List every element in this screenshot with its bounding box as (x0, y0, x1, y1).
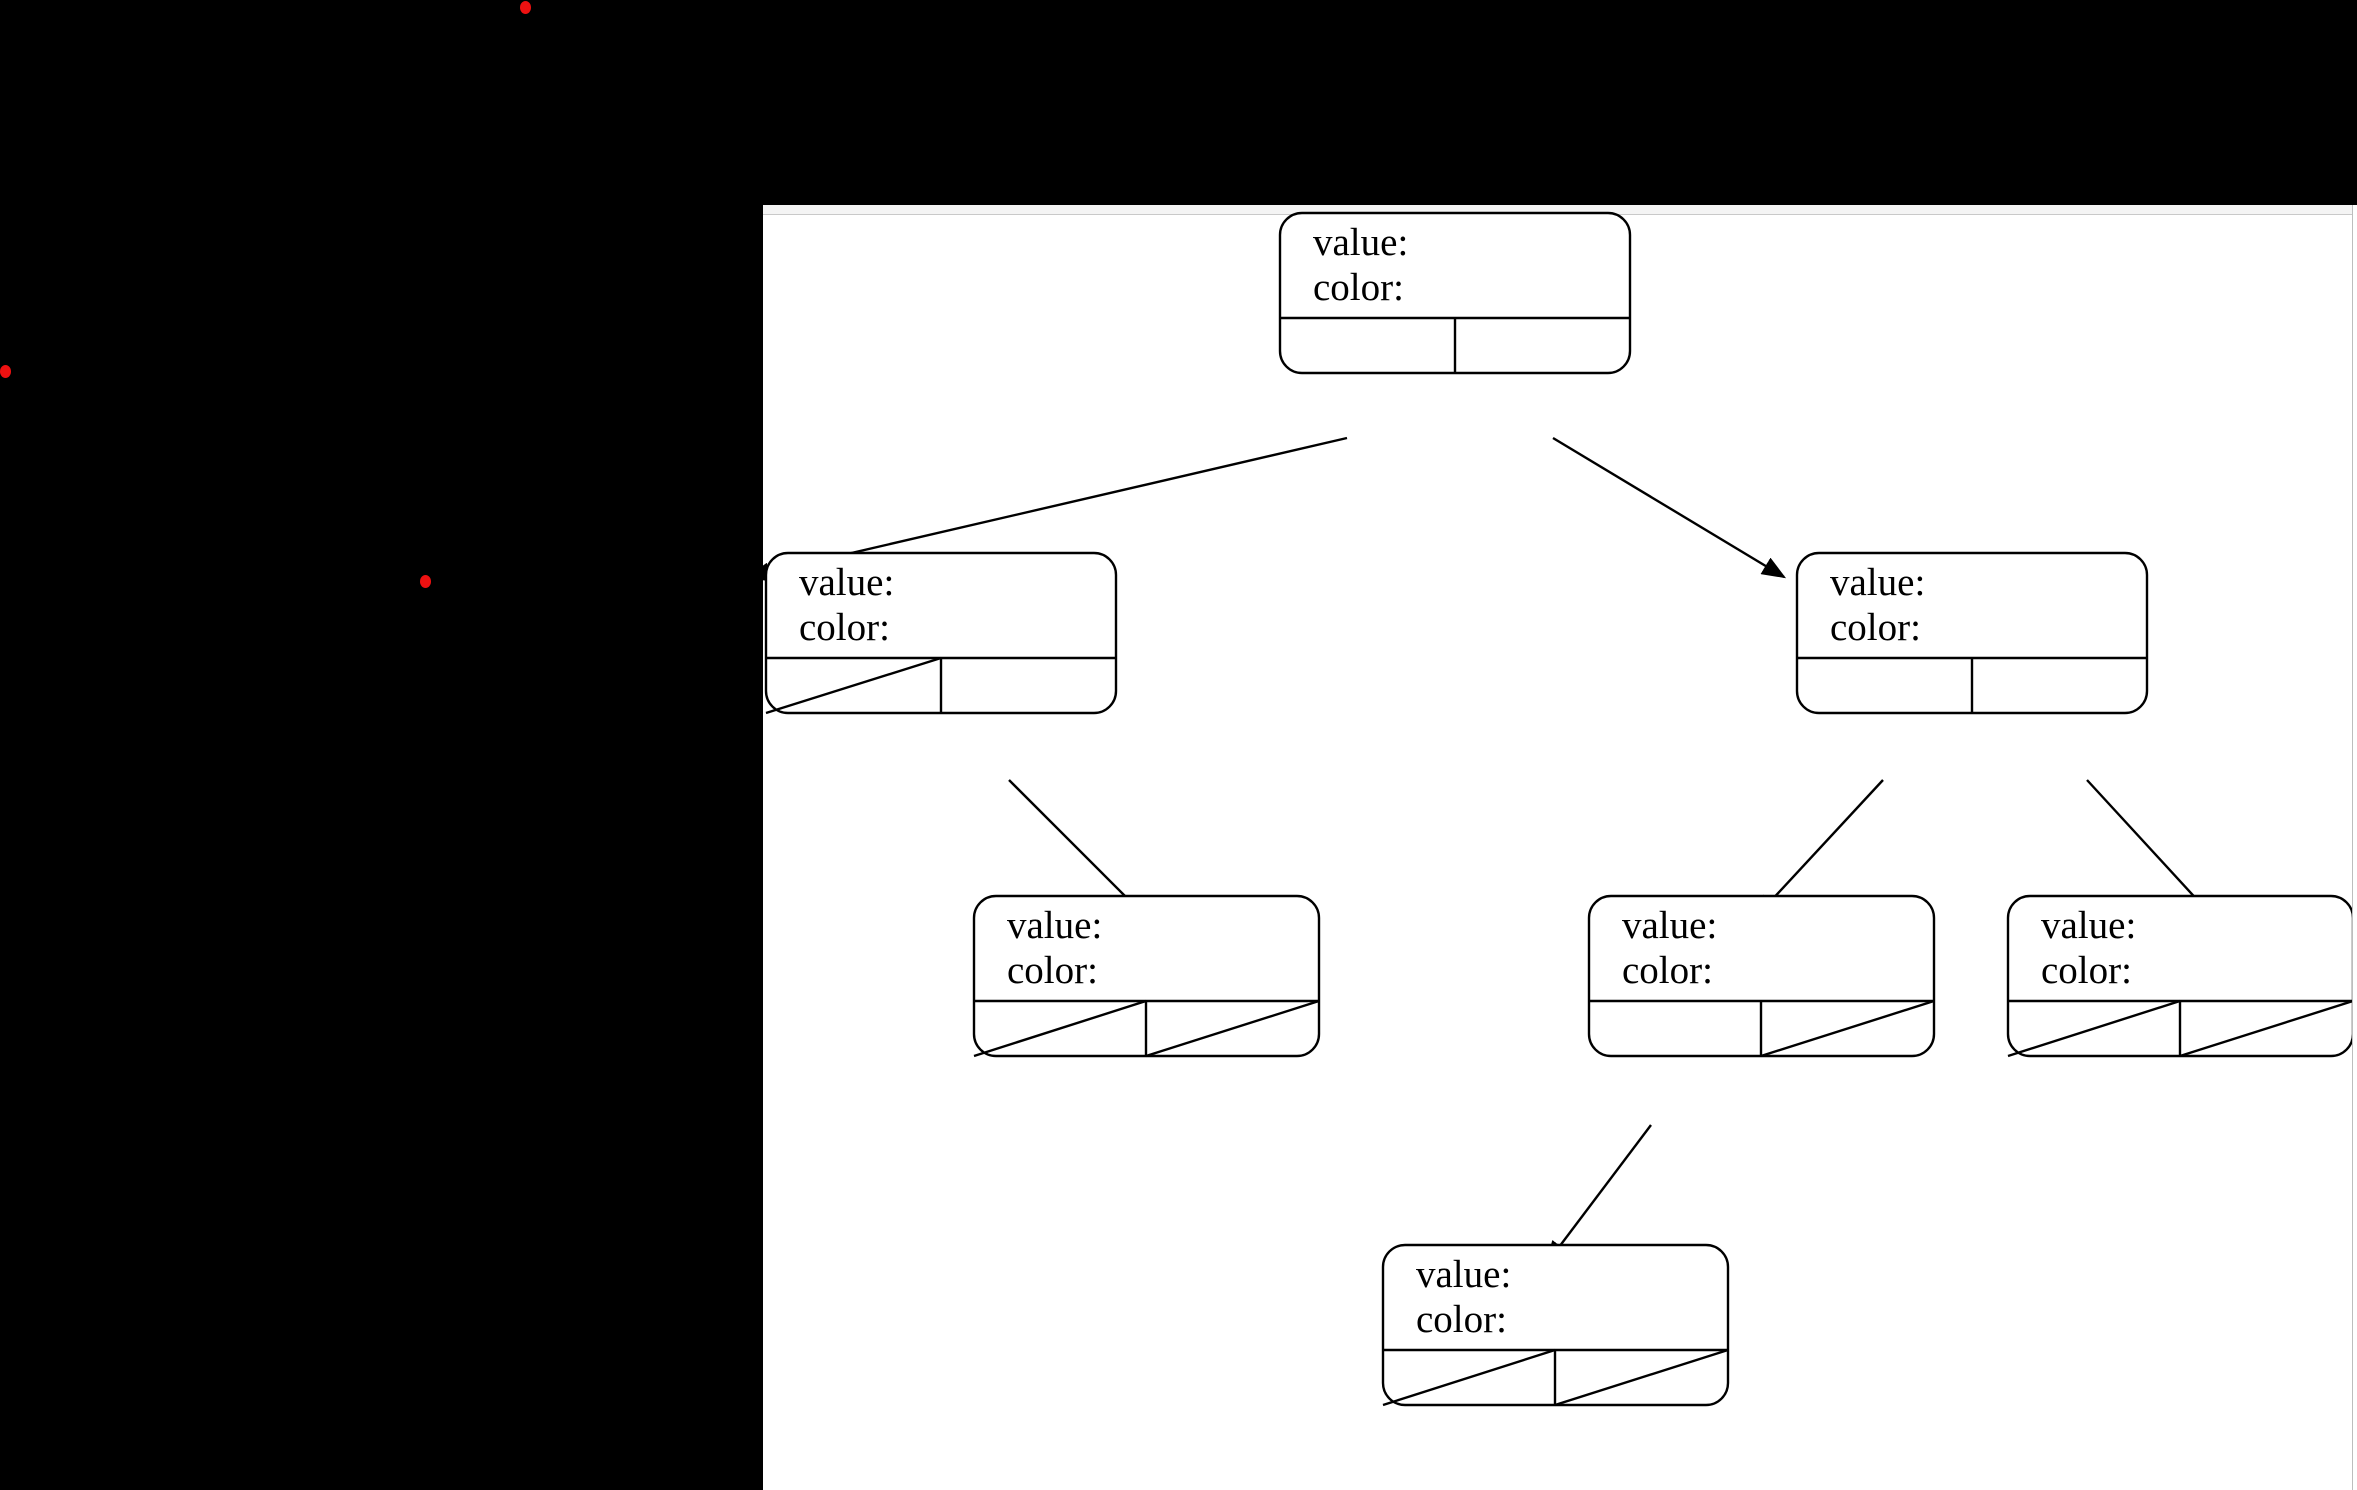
red-dot-marker-left (0, 365, 11, 378)
red-dot-marker-mid (420, 575, 431, 588)
node-right-right-value-label: value: (2041, 904, 2136, 947)
node-deepest-value-label: value: (1416, 1253, 1511, 1296)
node-deepest-null-slash-left (1382, 1348, 1556, 1407)
node-left-right-value-label: value: (1007, 904, 1102, 947)
binary-tree-graphic: value: color: value: color: value: color… (763, 211, 2355, 1407)
node-right-left-null-slash-right (1760, 999, 1935, 1058)
node-root-value-label: value: (1313, 221, 1408, 264)
tree-node-left-right[interactable] (972, 894, 1321, 1058)
node-deepest-color-label: color: (1416, 1298, 1507, 1341)
node-right-right-color-label: color: (2041, 949, 2132, 992)
node-right-right-null-slash-right (2179, 999, 2354, 1058)
edge-right-right (2086, 779, 2215, 919)
tree-node-deepest[interactable] (1381, 1243, 1730, 1407)
node-root-color-label: color: (1313, 266, 1404, 309)
node-right-value-label: value: (1830, 561, 1925, 604)
tree-node-root[interactable] (1278, 211, 1632, 375)
tree-node-right-left[interactable] (1587, 894, 1936, 1058)
node-left-right-null-slash-left (973, 999, 1147, 1058)
node-left-null-slash-left (765, 656, 942, 715)
node-right-color-label: color: (1830, 606, 1921, 649)
node-right-left-value-label: value: (1622, 904, 1717, 947)
red-dot-marker-top (520, 1, 531, 14)
edge-root-right (1552, 436, 1787, 579)
edge-rl-left (1545, 1124, 1652, 1265)
edge-left-right (1008, 779, 1148, 919)
node-left-value-label: value: (799, 561, 894, 604)
tree-node-left[interactable] (764, 551, 1118, 715)
tree-node-right[interactable] (1795, 551, 2149, 715)
node-right-left-color-label: color: (1622, 949, 1713, 992)
node-left-color-label: color: (799, 606, 890, 649)
node-left-right-null-slash-right (1145, 999, 1320, 1058)
edge-right-left (1754, 779, 1884, 919)
node-left-right-color-label: color: (1007, 949, 1098, 992)
node-right-right-null-slash-left (2007, 999, 2181, 1058)
panel-right-scroll-edge[interactable] (2352, 205, 2357, 1490)
node-deepest-null-slash-right (1554, 1348, 1729, 1407)
diagram-panel[interactable]: value: color: value: color: value: color… (763, 205, 2357, 1490)
